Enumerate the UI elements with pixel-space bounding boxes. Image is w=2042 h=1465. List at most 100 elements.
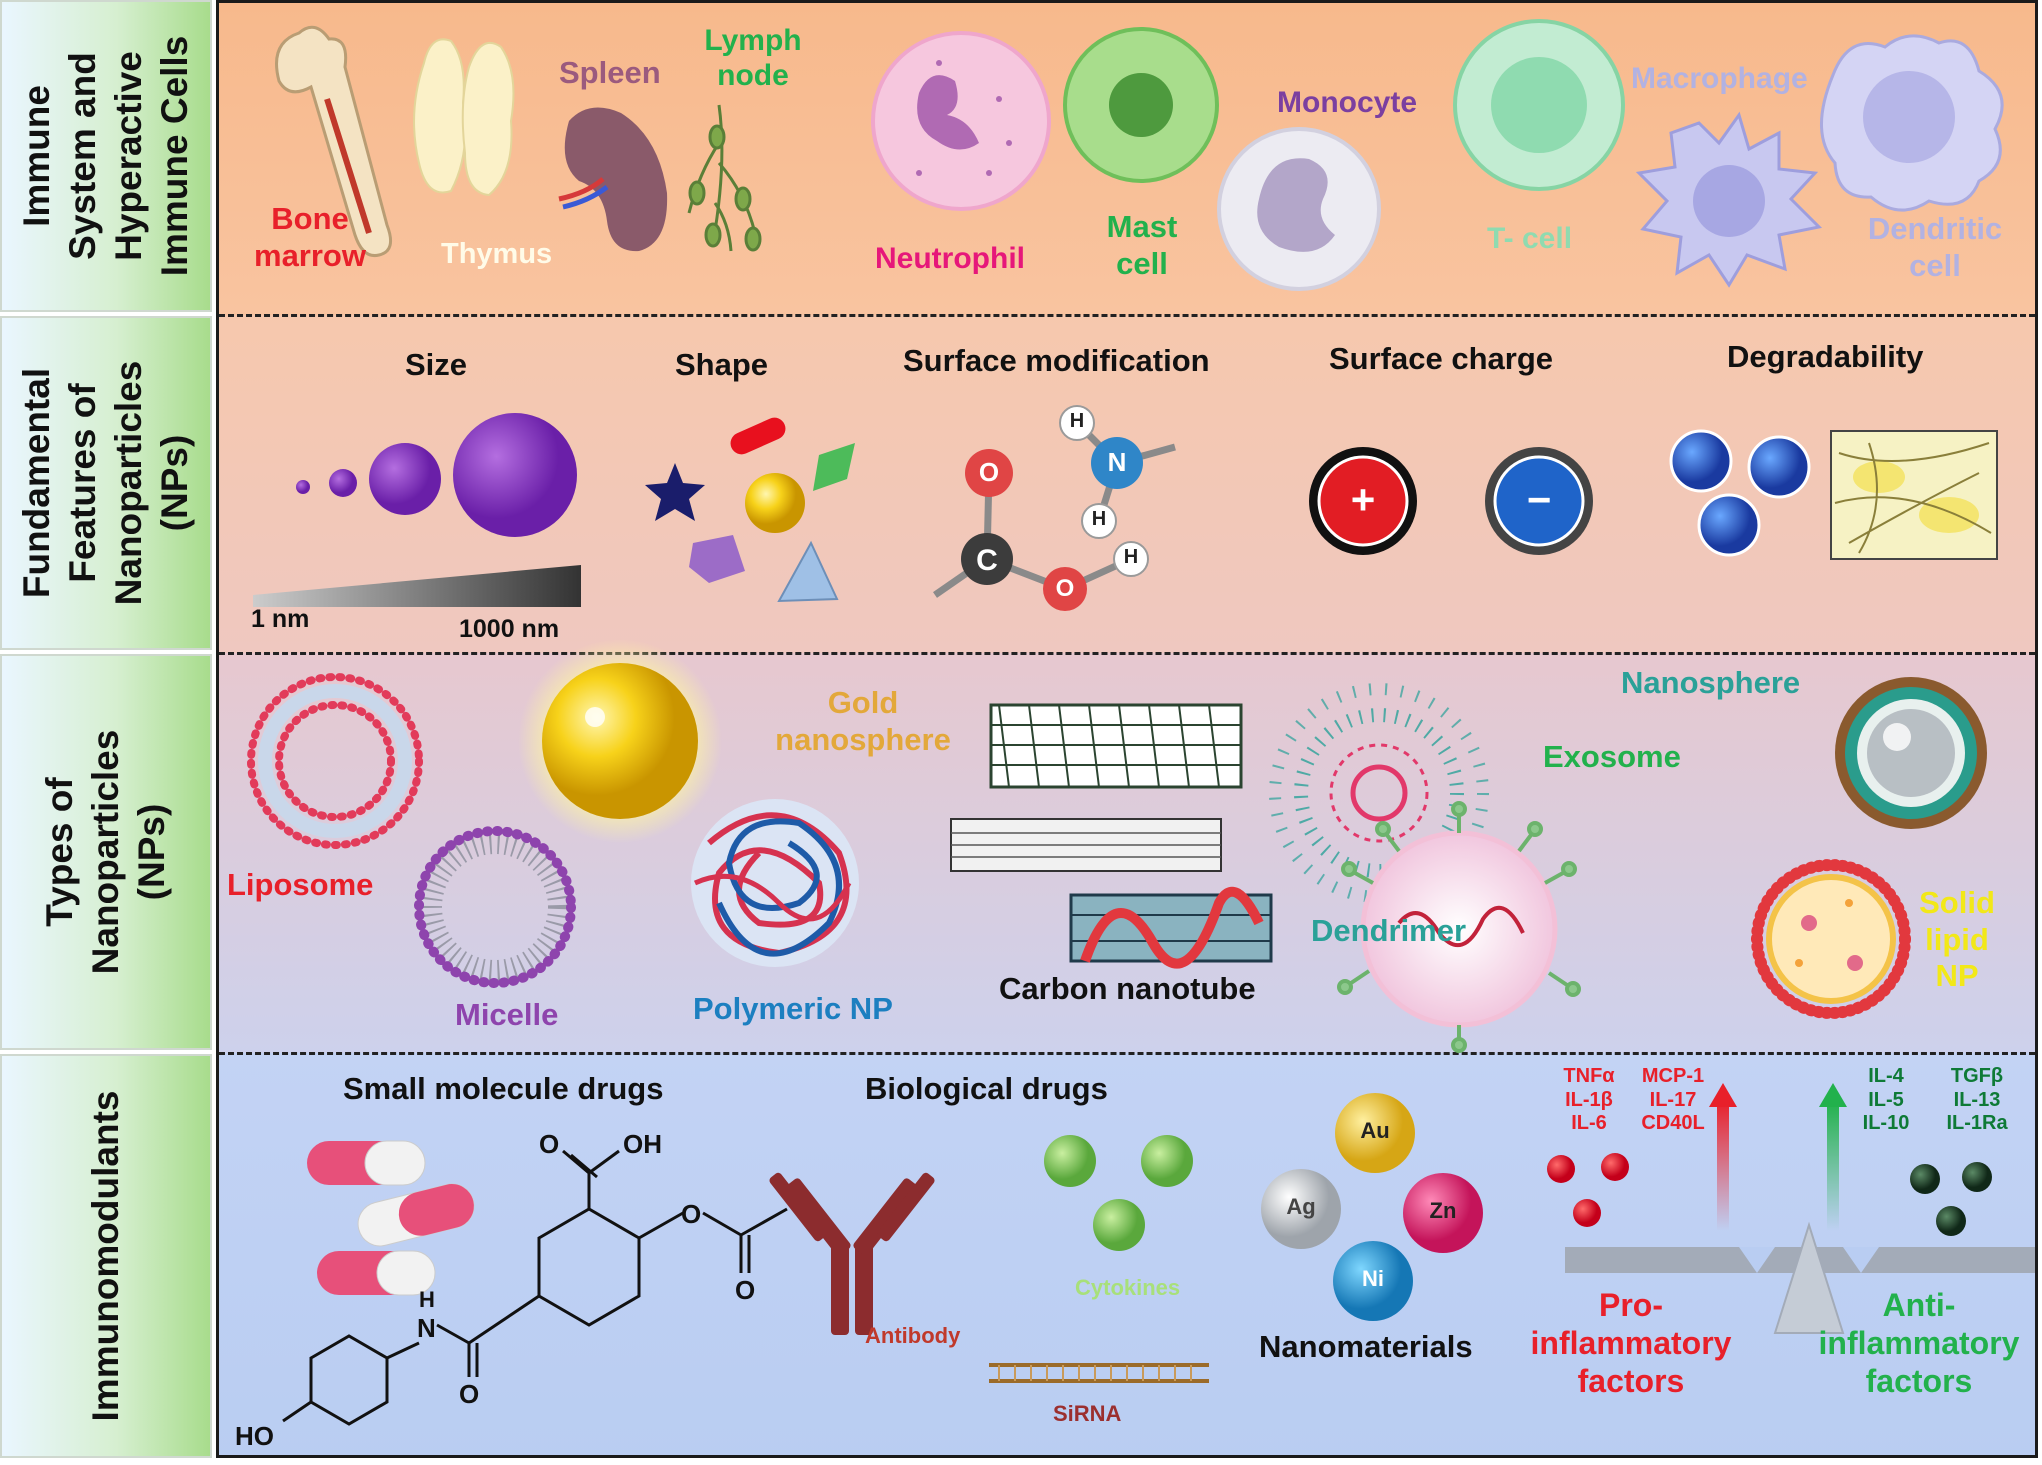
pro-inflammatory-dots-icon (1547, 1153, 1629, 1227)
atom-o2: O (1055, 575, 1075, 602)
solid-lipid-np-icon (1751, 859, 1911, 1019)
row-divider (219, 652, 2035, 655)
label-spleen: Spleen (559, 55, 661, 90)
heading-shape: Shape (675, 347, 769, 382)
spleen-icon (558, 107, 668, 252)
up-arrow-red-icon (1717, 1101, 1729, 1231)
chem-o-carbonyl: O (735, 1275, 756, 1305)
sidebar-label-types: Types of Nanoparticles (NPs) (39, 729, 172, 975)
atom-h1: H (1091, 508, 1107, 530)
sidebar-label-features: Fundamental Features of Nanoparticles (N… (16, 360, 195, 606)
row-divider (219, 1052, 2035, 1055)
label-neutrophil: Neutrophil (875, 242, 1025, 275)
chem-h: H (419, 1287, 435, 1312)
chem-oh: OH (623, 1129, 662, 1159)
heading-surface-charge: Surface charge (1329, 341, 1553, 376)
micelle-icon (414, 826, 576, 988)
label-pro-cytokines-2: MCP-1 IL-17 CD40L (1641, 1065, 1705, 1135)
atom-o1: O (978, 457, 1000, 487)
monocyte-icon (1217, 127, 1381, 291)
atom-c: C (976, 544, 998, 577)
up-arrow-red-head-icon (1709, 1083, 1737, 1107)
diagram-panel: Bone marrow Thymus Spleen Lymph node Neu… (216, 0, 2038, 1458)
up-arrow-green-icon (1827, 1101, 1839, 1231)
sidebar-types: Types of Nanoparticles (NPs) (0, 654, 212, 1050)
chem-o-top: O (539, 1129, 560, 1159)
up-arrow-green-head-icon (1819, 1083, 1847, 1107)
balance-scale-icon (1565, 1221, 2035, 1334)
label-thymus: Thymus (441, 238, 553, 270)
label-dendrimer: Dendrimer (1311, 913, 1467, 948)
macrophage-icon (1635, 111, 1823, 288)
illustration-layer (247, 19, 2035, 1426)
shapes-icon (645, 417, 855, 603)
label-ag: Ag (1286, 1194, 1316, 1219)
label-minus: − (1526, 476, 1552, 523)
chem-n: N (417, 1313, 436, 1343)
label-carbon-nanotube: Carbon nanotube (999, 971, 1256, 1006)
heading-small-molecule-drugs: Small molecule drugs (343, 1071, 664, 1106)
label-t-cell: T- cell (1487, 222, 1573, 255)
label-lymph-node: Lymph node (704, 24, 802, 93)
chem-o-ester: O (681, 1199, 702, 1229)
label-polymeric-np: Polymeric NP (693, 991, 893, 1026)
label-ni: Ni (1362, 1266, 1384, 1291)
heading-size: Size (405, 347, 468, 382)
carbon-nanotube-icon (950, 703, 1273, 969)
label-cytokines: Cytokines (1075, 1275, 1181, 1300)
heading-surface-modification: Surface modification (903, 343, 1210, 378)
label-bone-marrow: Bone marrow (254, 201, 366, 273)
capsules-icon (307, 1140, 475, 1296)
heading-biological-drugs: Biological drugs (865, 1071, 1108, 1106)
positive-particle-icon (1309, 447, 1417, 555)
label-mast-cell: Mast cell (1106, 209, 1178, 281)
size-wedge-icon (253, 565, 581, 607)
thymus-icon (413, 38, 515, 197)
label-anti-cytokines-1: IL-4 IL-5 IL-10 (1862, 1065, 1910, 1135)
label-gold-nanosphere: Gold nanosphere (775, 685, 951, 757)
label-dendritic-cell: Dendritic cell (1867, 211, 2003, 283)
label-anti-inflammatory: Anti- inflammatory factors (1818, 1287, 2020, 1399)
sidebar-features: Fundamental Features of Nanoparticles (N… (0, 316, 212, 650)
chem-ho: HO (235, 1421, 274, 1451)
size-circles (296, 413, 577, 537)
sirna-icon (989, 1363, 1209, 1383)
label-exosome: Exosome (1543, 739, 1681, 774)
row-divider (219, 314, 2035, 317)
anti-inflammatory-dots-icon (1910, 1162, 1992, 1236)
neutrophil-icon (871, 31, 1051, 211)
label-solid-lipid-np: Solid lipid NP (1919, 885, 1995, 994)
sidebar-modulants: Immunomodulants (0, 1054, 212, 1458)
atom-h2: H (1123, 546, 1139, 568)
molecule-icon (933, 405, 1176, 611)
label-size-min: 1 nm (251, 605, 310, 633)
label-antibody: Antibody (865, 1323, 961, 1348)
label-monocyte: Monocyte (1277, 86, 1418, 119)
label-sirna: SiRNA (1053, 1401, 1122, 1426)
atom-n: N (1107, 447, 1127, 477)
negative-particle-icon (1485, 447, 1593, 555)
dendritic-cell-icon (1820, 34, 2004, 212)
liposome-icon (247, 673, 423, 849)
label-zn: Zn (1429, 1198, 1457, 1223)
label-size-max: 1000 nm (459, 615, 560, 643)
sidebar-label-modulants: Immunomodulants (85, 1090, 126, 1422)
bone-icon (275, 25, 393, 258)
cytokines-icon (1044, 1135, 1193, 1251)
label-plus: + (1350, 476, 1376, 523)
t-cell-icon (1453, 19, 1625, 191)
label-anti-cytokines-2: TGFβ IL-13 IL-1Ra (1946, 1065, 2008, 1135)
chem-o-amide: O (459, 1379, 480, 1409)
label-micelle: Micelle (455, 997, 559, 1032)
antibody-icon (769, 1172, 935, 1335)
gold-nanosphere-icon (518, 639, 722, 843)
label-au: Au (1360, 1118, 1390, 1143)
label-liposome: Liposome (227, 867, 374, 902)
degraded-matrix-icon (1830, 430, 1998, 560)
atom-h3: H (1069, 410, 1085, 432)
label-macrophage: Macrophage (1631, 62, 1808, 95)
exosome-icon (1337, 801, 1581, 1053)
label-nanomaterials: Nanomaterials (1259, 1329, 1473, 1364)
mast-cell-icon (1063, 27, 1219, 183)
polymeric-np-icon (691, 799, 859, 967)
